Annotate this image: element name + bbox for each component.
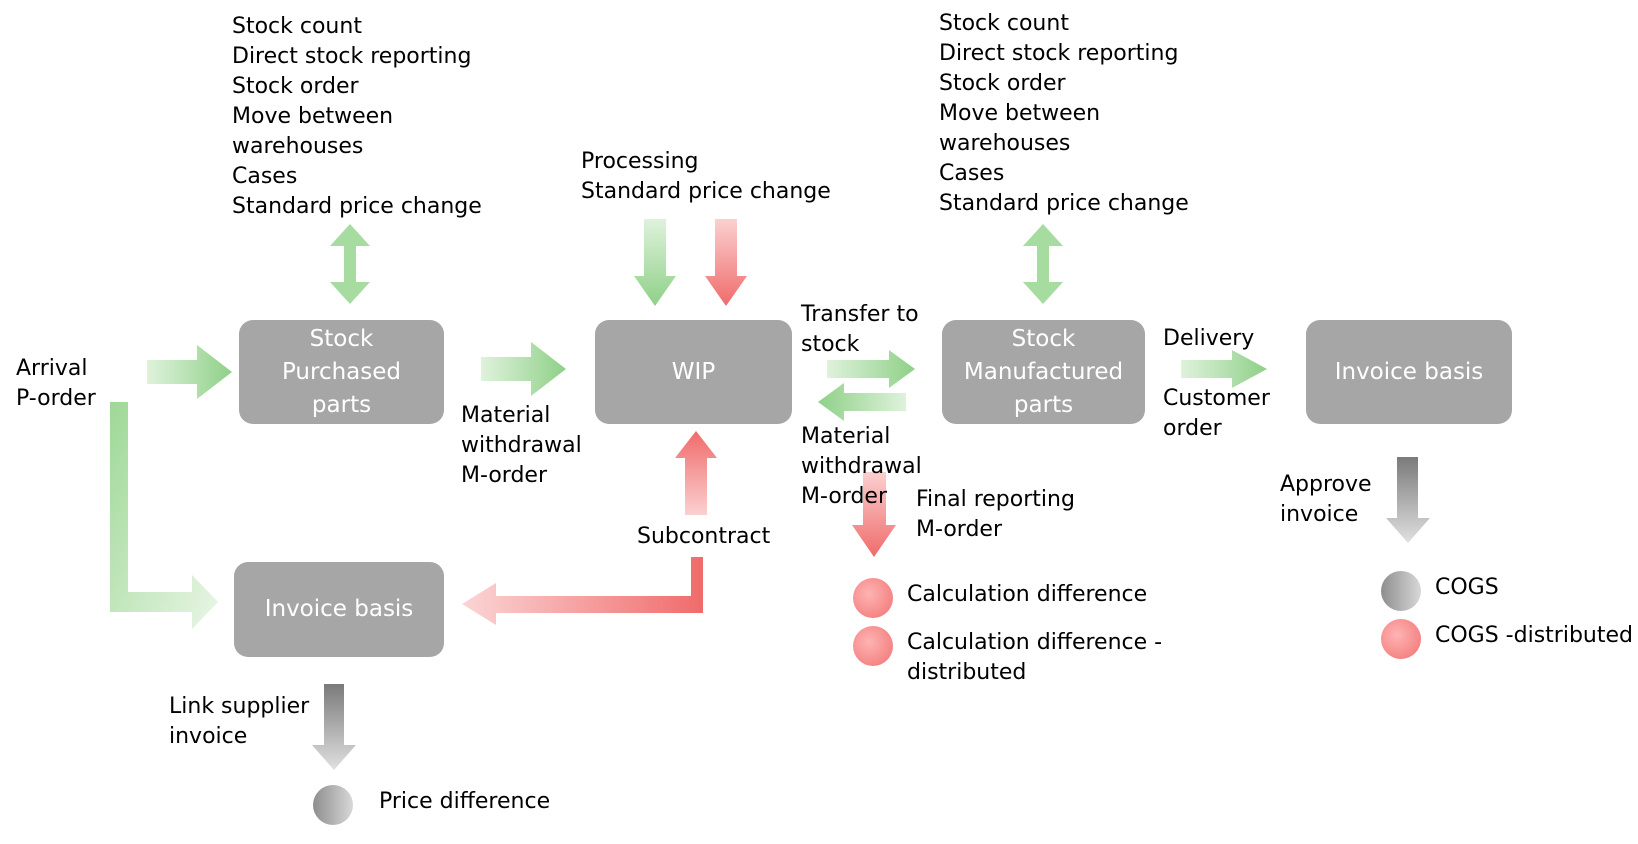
label-line: Subcontract — [637, 524, 771, 549]
label-line: order — [1163, 416, 1222, 441]
stock-manufactured-parts-box: Stock Manufactured parts — [942, 320, 1145, 424]
label-line: Stock count — [939, 11, 1069, 36]
delivery-label: Delivery — [1163, 324, 1254, 354]
arrow-stock-to-wip — [481, 342, 566, 396]
arrow-final-reporting — [852, 472, 896, 557]
label-line: Standard price change — [232, 194, 482, 219]
box-line: Invoice basis — [1334, 358, 1484, 385]
arrow-subcontract-to-invoice — [462, 557, 703, 625]
stock-purchased-parts-box: Stock Purchased parts — [239, 320, 444, 424]
label-line: Stock count — [232, 14, 362, 39]
arrow-processing-down — [634, 219, 676, 306]
label-line: Material — [461, 403, 551, 428]
approve-invoice-label: Approve invoice — [1280, 470, 1372, 530]
arrow-arrival-to-stock — [147, 345, 232, 399]
label-line: Standard price change — [581, 179, 831, 204]
label-line: P-order — [16, 386, 96, 411]
label-line: Approve — [1280, 472, 1372, 497]
label-line: withdrawal — [801, 454, 922, 479]
label-line: withdrawal — [461, 433, 582, 458]
label-line: Customer — [1163, 386, 1270, 411]
processing-label: Processing Standard price change — [581, 147, 831, 207]
box-line: Invoice basis — [264, 596, 414, 622]
label-line: Direct stock reporting — [939, 41, 1179, 66]
label-line: Cases — [939, 161, 1005, 186]
label-line: Stock order — [232, 74, 359, 99]
arrow-stock-ops-left — [330, 224, 370, 304]
legend-calculation-difference-distributed: Calculation difference - distributed — [853, 626, 1162, 688]
label-line: M-order — [916, 517, 1002, 542]
label-line: M-order — [801, 484, 887, 509]
legend-label: Price difference — [379, 789, 551, 814]
box-line: Stock — [1011, 325, 1076, 352]
link-supplier-invoice-label: Link supplier invoice — [169, 692, 309, 752]
material-withdrawal-right-label: Material withdrawal M-order — [801, 422, 922, 512]
red-circle-icon — [853, 626, 893, 666]
box-line: Manufactured — [963, 358, 1124, 385]
arrow-arrival-to-invoice — [110, 402, 218, 629]
stock-operations-right-label: Stock count Direct stock reporting Stock… — [939, 9, 1189, 219]
label-line: Direct stock reporting — [232, 44, 472, 69]
final-reporting-label: Final reporting M-order — [916, 485, 1075, 545]
legend-label: COGS — [1435, 575, 1499, 600]
arrow-link-supplier-invoice — [312, 684, 356, 770]
material-withdrawal-left-label: Material withdrawal M-order — [461, 401, 582, 491]
label-line: Arrival — [16, 356, 88, 381]
label-line: Move between — [232, 104, 394, 129]
legend-calculation-difference: Calculation difference — [853, 578, 1147, 618]
legend-label: Calculation difference — [907, 582, 1148, 607]
arrow-transfer-to-stock — [827, 350, 915, 388]
legend-price-difference: Price difference — [313, 785, 550, 825]
label-line: Move between — [939, 101, 1101, 126]
gray-circle-icon — [1381, 571, 1421, 611]
label-line: Standard price change — [939, 191, 1189, 216]
label-line: M-order — [461, 463, 547, 488]
box-line: parts — [1013, 391, 1074, 418]
invoice-basis-right-box: Invoice basis — [1306, 320, 1512, 424]
label-line: Stock order — [939, 71, 1066, 96]
label-line: warehouses — [232, 134, 364, 159]
label-line: Cases — [232, 164, 298, 189]
arrow-material-withdrawal-back — [818, 383, 906, 421]
legend-cogs-distributed: COGS -distributed — [1381, 619, 1633, 659]
legend-label: COGS -distributed — [1435, 623, 1633, 648]
label-line: invoice — [169, 724, 248, 749]
arrow-delivery — [1181, 350, 1267, 388]
legend-cogs: COGS — [1381, 571, 1499, 611]
label-line: Link supplier — [169, 694, 310, 719]
arrow-subcontract-up — [675, 431, 717, 515]
transfer-to-stock-label: Transfer to stock — [801, 300, 919, 360]
arrow-price-change-down — [705, 219, 747, 306]
label-line: invoice — [1280, 502, 1359, 527]
box-line: WIP — [671, 358, 716, 385]
subcontract-label: Subcontract — [637, 522, 770, 552]
arrow-approve-invoice — [1386, 457, 1430, 543]
box-line: Purchased — [281, 358, 402, 385]
label-line: Processing — [581, 149, 699, 174]
label-line: Final reporting — [916, 487, 1075, 512]
legend-label: distributed — [907, 660, 1027, 685]
box-line: Stock — [309, 325, 374, 352]
red-circle-icon — [853, 578, 893, 618]
arrow-stock-ops-right — [1023, 224, 1063, 304]
customer-order-label: Customer order — [1163, 384, 1270, 444]
label-line: stock — [801, 332, 860, 357]
wip-box: WIP — [595, 320, 792, 424]
invoice-basis-left-box: Invoice basis — [234, 562, 444, 657]
stock-operations-left-label: Stock count Direct stock reporting Stock… — [232, 12, 482, 222]
gray-circle-icon — [313, 785, 353, 825]
label-line: Material — [801, 424, 891, 449]
label-line: warehouses — [939, 131, 1071, 156]
label-line: Delivery — [1163, 326, 1255, 351]
arrival-label: Arrival P-order — [16, 354, 96, 414]
red-circle-icon — [1381, 619, 1421, 659]
label-line: Transfer to — [801, 302, 919, 327]
legend-label: Calculation difference - — [907, 630, 1163, 655]
box-line: parts — [311, 391, 372, 418]
